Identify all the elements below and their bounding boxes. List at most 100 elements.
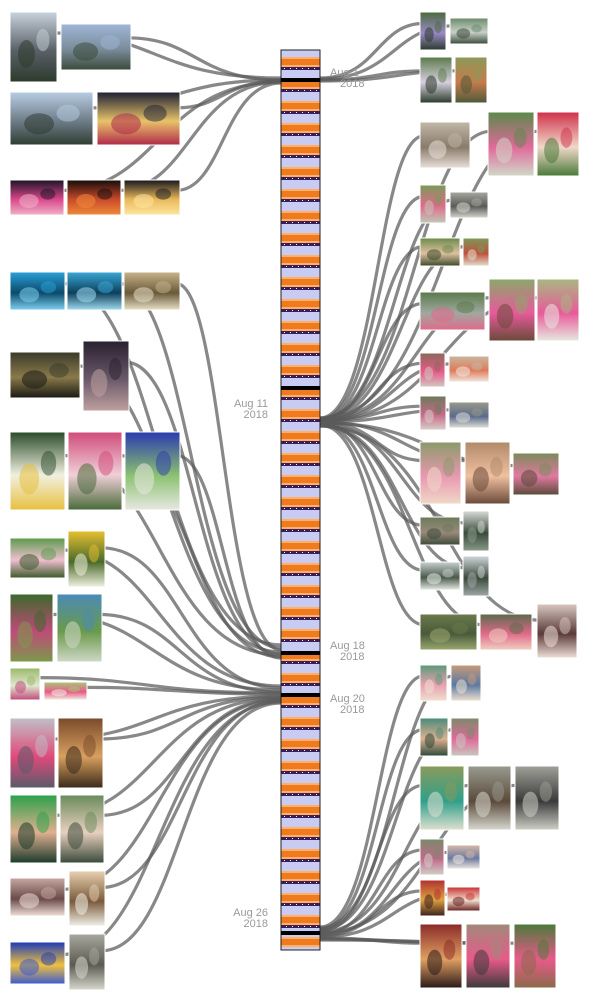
photo-thumbnail-reptile-exhibit[interactable] — [9, 351, 81, 399]
photo-thumbnail-trail-girl[interactable] — [487, 111, 535, 177]
photo-thumbnail-meadow-birds[interactable] — [419, 613, 478, 651]
timeline-day — [281, 116, 320, 138]
photo-thumbnail-red-banner[interactable] — [446, 886, 481, 912]
timeline-outline — [280, 49, 321, 951]
date-marker — [281, 78, 320, 82]
photo-thumbnail-lunch-table[interactable] — [448, 355, 490, 383]
photo-thumbnail-blue-horn[interactable] — [124, 431, 181, 511]
photo-thumbnail-hill[interactable] — [419, 561, 461, 591]
photo-thumbnail-picnic-gear[interactable] — [448, 401, 490, 429]
photo-thumbnail-butterflies[interactable] — [9, 941, 66, 985]
photo-thumbnail-bench-group[interactable] — [419, 291, 486, 331]
timeline-day — [281, 908, 320, 930]
photo-thumbnail-field-small[interactable] — [9, 667, 41, 701]
photo-thumbnail-red-booth[interactable] — [419, 879, 446, 917]
photo-thumbnail-girls-festival[interactable] — [465, 923, 511, 989]
photo-thumbnail-picnic[interactable] — [462, 237, 490, 267]
date-label-aug-20: Aug 20 2018 — [330, 694, 365, 716]
photo-thumbnail-otters[interactable] — [123, 271, 181, 311]
photo-thumbnail-smiling-girl[interactable] — [464, 441, 511, 505]
timeline-day — [281, 534, 320, 556]
photo-thumbnail-dried-flowers[interactable] — [9, 877, 66, 917]
photo-thumbnail-water-lily[interactable] — [9, 431, 66, 511]
photo-thumbnail-crowd-square[interactable] — [9, 717, 56, 789]
photo-thumbnail-fireworks-bridge[interactable] — [96, 91, 181, 146]
photo-thumbnail-girl-goat[interactable] — [512, 452, 560, 496]
photo-thumbnail-tree-sky[interactable] — [462, 555, 490, 597]
photo-thumbnail-fireworks-pink[interactable] — [9, 179, 65, 216]
photo-thumbnail-butterfly-wood[interactable] — [419, 121, 471, 169]
date-label-year: 2018 — [340, 651, 365, 663]
photo-thumbnail-girl-guitar[interactable] — [9, 537, 66, 579]
timeline-day — [281, 886, 320, 908]
connector-line — [318, 423, 426, 627]
photo-thumbnail-sunflowers[interactable] — [67, 530, 106, 588]
photo-thumbnail-fair-green[interactable] — [419, 765, 465, 831]
photo-thumbnail-girl-red-hat[interactable] — [536, 111, 580, 177]
timeline-day — [281, 94, 320, 116]
photo-thumbnail-creek[interactable] — [449, 17, 489, 45]
photo-thumbnail-girl-boardwalk[interactable] — [513, 923, 557, 989]
photo-thumbnail-truck[interactable] — [449, 191, 489, 219]
photo-thumbnail-goats[interactable] — [419, 516, 461, 546]
photo-thumbnail-butterfly-leaf[interactable] — [454, 56, 488, 104]
photo-thumbnail-kids-pink[interactable] — [419, 352, 446, 388]
photo-thumbnail-corn-maze[interactable] — [9, 593, 54, 663]
photo-thumbnail-city-skyline[interactable] — [9, 91, 94, 146]
photo-thumbnail-field-pink[interactable] — [43, 681, 88, 701]
photo-thumbnail-riders[interactable] — [514, 765, 560, 831]
timeline-day — [281, 446, 320, 468]
photo-thumbnail-purple-flowers[interactable] — [419, 11, 447, 51]
photo-thumbnail-girl-pink-hat[interactable] — [67, 431, 123, 511]
timeline-day — [281, 622, 320, 644]
photo-thumbnail-girl-yard[interactable] — [419, 395, 447, 431]
date-label-day: Aug 11 — [233, 398, 268, 410]
photo-thumbnail-tractor[interactable] — [419, 237, 461, 267]
photo-thumbnail-market-stall[interactable] — [57, 717, 104, 789]
timeline-day — [281, 798, 320, 820]
date-label-year: 2018 — [340, 704, 365, 716]
photo-thumbnail-cupcakes[interactable] — [68, 870, 106, 927]
timeline-day — [281, 402, 320, 424]
timeline-day — [281, 666, 320, 688]
photo-thumbnail-castle-evening[interactable] — [9, 11, 58, 83]
photo-thumbnail-girl-balloon[interactable] — [419, 664, 448, 702]
photo-thumbnail-theater-stage[interactable] — [419, 923, 463, 989]
photo-thumbnail-play-area[interactable] — [419, 717, 449, 757]
timeline-day — [281, 292, 320, 314]
timeline-day — [281, 578, 320, 600]
photo-thumbnail-family-selfie[interactable] — [536, 603, 578, 659]
photo-thumbnail-farm-stand[interactable] — [56, 593, 103, 663]
timeline-day — [281, 182, 320, 204]
photo-thumbnail-horse-show[interactable] — [467, 765, 512, 831]
connector-line — [96, 612, 283, 694]
photo-thumbnail-fireworks-gold[interactable] — [123, 179, 181, 216]
photo-thumbnail-aquarium-visitors[interactable] — [66, 271, 123, 311]
photo-thumbnail-fireworks-red[interactable] — [66, 179, 122, 216]
timeline-day — [281, 842, 320, 864]
photo-thumbnail-girl-portrait[interactable] — [419, 441, 462, 505]
photo-thumbnail-kids-table[interactable] — [59, 794, 105, 864]
date-label-day: Aug 26 — [233, 907, 268, 919]
photo-thumbnail-hands[interactable] — [446, 844, 481, 870]
photo-thumbnail-kids-selfie[interactable] — [479, 613, 533, 651]
photo-thumbnail-farm-kids[interactable] — [419, 184, 447, 224]
photo-thumbnail-girl-running[interactable] — [536, 278, 580, 342]
photo-thumbnail-bird-tree[interactable] — [462, 510, 490, 552]
date-label-aug-11: Aug 11 2018 — [226, 399, 268, 421]
photo-thumbnail-woman-green[interactable] — [9, 794, 58, 864]
photo-thumbnail-kids-yard[interactable] — [419, 838, 445, 876]
photo-thumbnail-aquarium-blue[interactable] — [9, 271, 66, 311]
photo-thumbnail-craft-table[interactable] — [450, 664, 482, 702]
photo-thumbnail-dark-cave[interactable] — [82, 340, 130, 412]
photo-thumbnail-girl-stroller[interactable] — [450, 717, 480, 757]
timeline-day — [281, 358, 320, 380]
connector-line — [99, 546, 283, 690]
photo-thumbnail-girl-pony[interactable] — [488, 278, 536, 342]
photo-thumbnail-castle-sky[interactable] — [60, 23, 132, 71]
date-label-aug-26: Aug 26 2018 — [226, 908, 268, 930]
photo-thumbnail-statue[interactable] — [68, 933, 106, 991]
timeline-day — [281, 314, 320, 336]
photo-thumbnail-lavender[interactable] — [419, 56, 453, 104]
